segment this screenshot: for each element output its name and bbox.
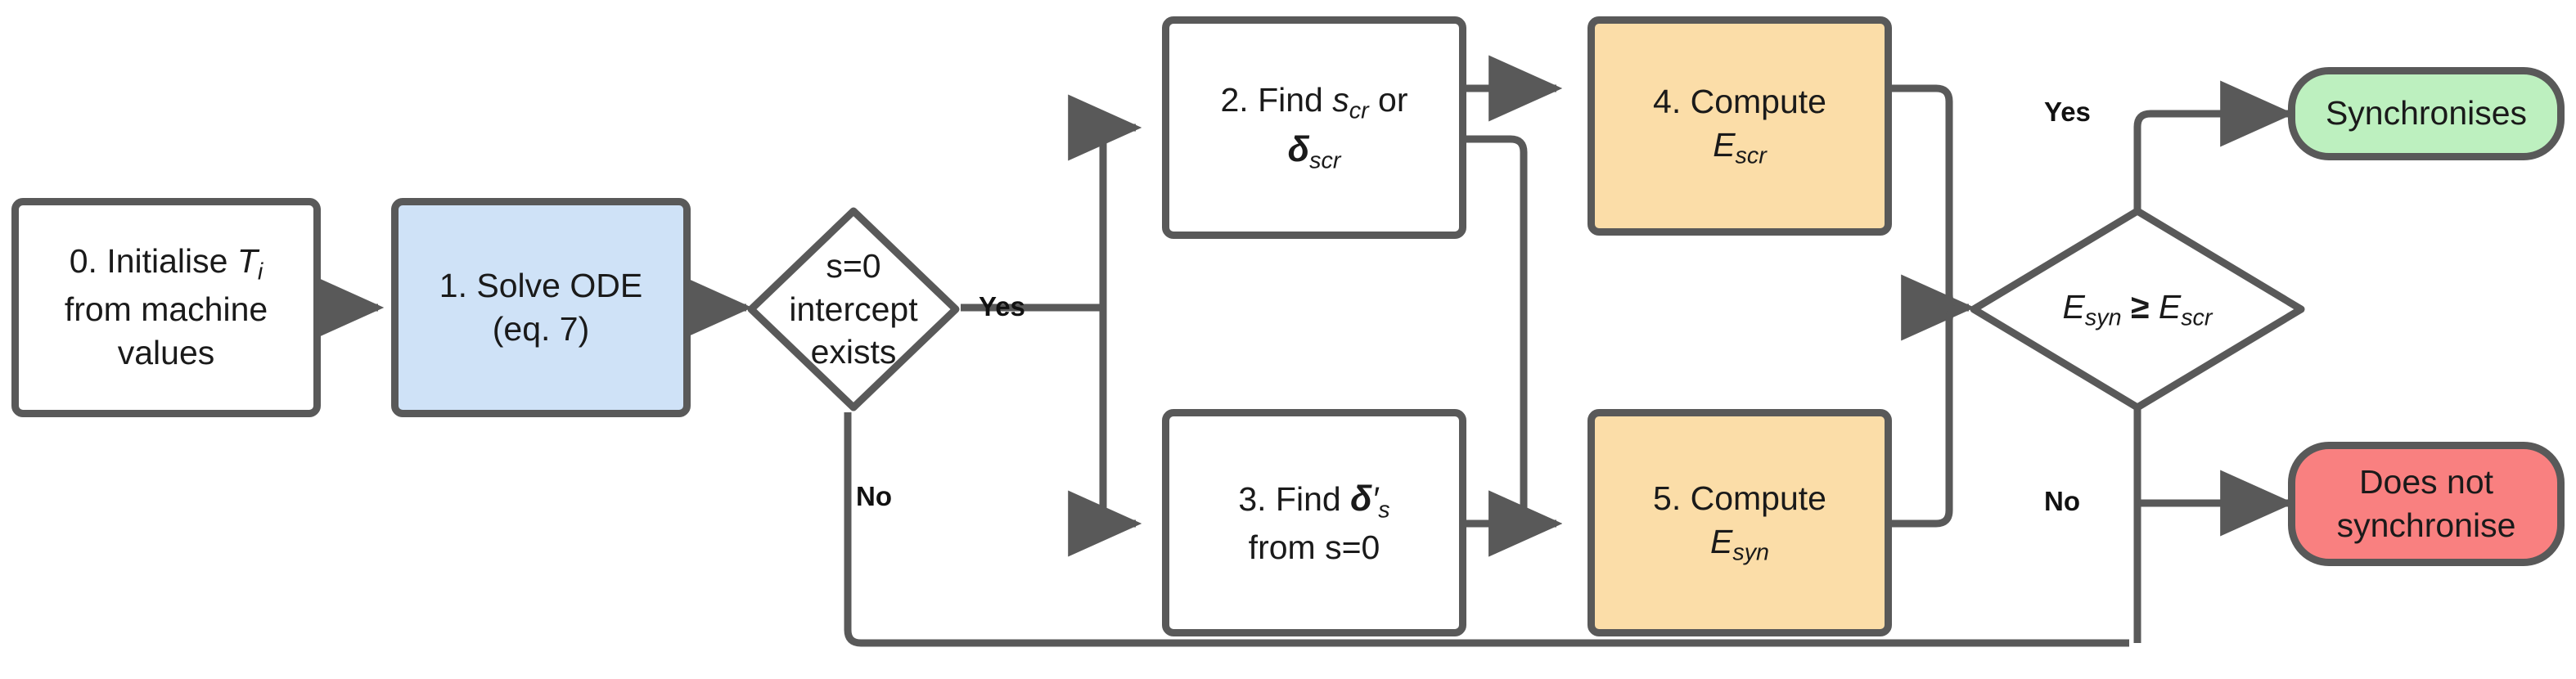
terminal-no-line2: synchronise [2336,506,2516,544]
step5-line2-variable: E [1709,523,1733,561]
node-step2-find-scr[interactable]: 2. Find scr or δscr [1162,16,1466,239]
step5-line2-subscript: syn [1732,539,1769,566]
terminal-no-line1: Does not [2358,462,2494,501]
decision1-diamond-shape [747,207,960,411]
edge-label-decision1-yes: Yes [979,291,1025,322]
node-step4-text: 4. Compute Escr [1595,80,1885,172]
step2-line1-prefix: 2. Find [1220,81,1333,119]
decision1-line2: intercept [789,290,918,328]
edge-decision1-yes-up [1068,94,1142,308]
step3-line2: from s=0 [1248,528,1380,566]
decision2-operator: ≥ [2121,287,2159,326]
node-step5-compute-esyn[interactable]: 5. Compute Esyn [1587,409,1892,636]
node-step1-solve-ode[interactable]: 1. Solve ODE (eq. 7) [391,198,691,417]
node-step0-initialise[interactable]: 0. Initialise Ti from machine values [11,198,321,417]
step3-line1-prime: ′ [1371,479,1379,518]
decision1-label: s=0 intercept exists [746,206,961,412]
node-terminal-does-not-synchronise[interactable]: Does not synchronise [2288,442,2565,566]
decision2-diamond-shape [1970,207,2305,411]
step2-line1-suffix: or [1368,81,1408,119]
step0-line3: values [117,334,215,372]
step3-line1-delta: δ [1350,479,1372,519]
terminal-no-text: Does not synchronise [2295,461,2557,548]
decision2-label: Esyn ≥ Escr [1969,206,2306,412]
edge-step2-to-step5 [1466,135,1563,557]
step0-line1-subscript: i [257,259,263,286]
terminal-yes-label: Synchronises [2325,94,2528,133]
step1-line2: (eq. 7) [492,310,590,348]
step2-line2-delta: δ [1287,130,1310,169]
node-step3-text: 3. Find δ′s from s=0 [1169,476,1459,569]
node-step3-find-delta[interactable]: 3. Find δ′s from s=0 [1162,409,1466,636]
step0-line1-variable: T [236,242,258,281]
node-step1-text: 1. Solve ODE (eq. 7) [399,264,683,352]
decision2-subscript-right: scr [2181,304,2213,331]
step4-line1: 4. Compute [1653,82,1826,120]
edge-label-decision2-yes: Yes [2044,97,2091,127]
node-step4-compute-escr[interactable]: 4. Compute Escr [1587,16,1892,236]
edge-label-decision2-no: No [2044,486,2080,516]
step4-line2-variable: E [1713,126,1736,164]
step3-line1-prefix: 3. Find [1238,479,1351,518]
node-step5-text: 5. Compute Esyn [1595,477,1885,569]
step2-line1-subscript: cr [1349,97,1369,124]
step4-line2-subscript: scr [1735,142,1767,169]
decision1-line1: s=0 [826,247,881,286]
terminal-yes-text: Synchronises [2295,92,2557,135]
decision2-variable-right: E [2158,287,2182,326]
edge-decision1-yes-down [1068,308,1142,557]
edge-label-decision1-no: No [856,481,892,511]
node-decision2-energy-compare[interactable]: Esyn ≥ Escr [1969,206,2306,412]
step0-line2: from machine [64,290,268,329]
node-decision1-intercept[interactable]: s=0 intercept exists [746,206,961,412]
node-step2-text: 2. Find scr or δscr [1169,79,1459,177]
decision2-variable-left: E [2062,287,2085,326]
edge-step4-to-decision2 [1892,84,1975,341]
step1-line1: 1. Solve ODE [439,266,643,304]
edge-decision1-no-return [844,412,2129,647]
step5-line1: 5. Compute [1653,479,1826,517]
decision2-subscript-left: syn [2084,304,2122,331]
node-terminal-synchronises[interactable]: Synchronises [2288,67,2565,160]
step2-line1-variable: s [1332,81,1349,119]
node-step0-text: 0. Initialise Ti from machine values [19,240,313,375]
step2-line2-subscript: scr [1309,147,1341,174]
decision1-line3: exists [810,333,897,371]
step3-line1-subscript: s [1378,497,1390,524]
step0-line1-prefix: 0. Initialise [69,242,237,281]
edge-step5-to-decision2 [1892,304,1969,528]
